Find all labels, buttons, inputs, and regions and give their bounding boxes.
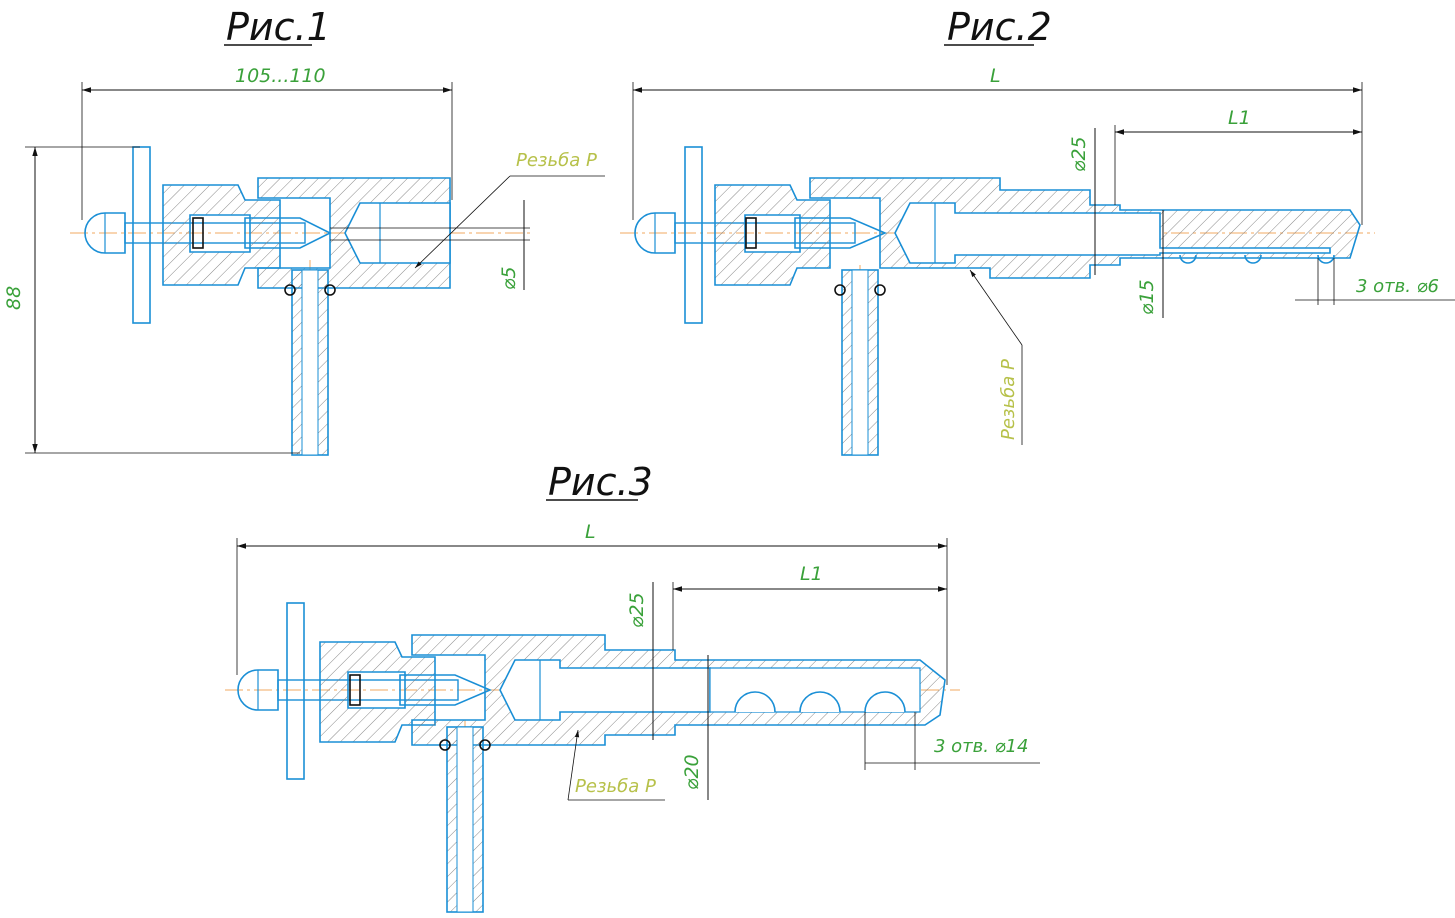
fig1-dim-height: 88 (3, 286, 25, 310)
fig1-needle (244, 217, 332, 249)
fig3-handwheel (286, 602, 305, 780)
fig3-title: Рис.3 (548, 460, 653, 504)
fig2-inner-bore (894, 202, 1331, 264)
fig2-thread-label: Резьба Р (998, 359, 1019, 440)
fig2-needle (794, 217, 888, 249)
fig3-hole (734, 691, 776, 713)
fig2-thread-leader (969, 269, 1023, 346)
fig1-dim-bore: ⌀5 (498, 266, 520, 290)
fig2-title: Рис.2 (947, 5, 1052, 49)
fig1-gland-nut (162, 184, 281, 286)
fig3-inner-bore (499, 659, 711, 721)
fig2-handwheel (684, 146, 703, 324)
fig1-handwheel (132, 146, 151, 324)
fig3-dim-L1: L1 (800, 563, 823, 585)
fig2-dim-L1: L1 (1228, 107, 1251, 129)
fig1-dim-length: 105...110 (235, 65, 326, 87)
fig1-stem (124, 222, 306, 244)
figure-3: Рис.3 L L1 ⌀25 ⌀20 (225, 460, 1040, 913)
fig2-dim-d15: ⌀15 (1136, 279, 1158, 315)
fig2-holes: 3 отв. ⌀6 (1356, 276, 1439, 297)
fig3-thread-label: Резьба Р (575, 776, 656, 797)
fig1-title: Рис.1 (226, 5, 331, 49)
fig1-thread-leader (414, 175, 511, 269)
fig2-gland-nut (714, 184, 831, 286)
fig3-hole (799, 691, 841, 713)
fig3-holes: 3 отв. ⌀14 (934, 736, 1028, 757)
fig3-needle (399, 674, 493, 706)
fig2-hole (1179, 254, 1197, 264)
fig3-dim-d20: ⌀20 (681, 754, 703, 790)
fig2-dim-d25: ⌀25 (1068, 136, 1090, 172)
fig3-dim-L: L (585, 521, 596, 543)
fig3-hole (864, 691, 906, 713)
fig2-hole (1244, 254, 1262, 264)
fig1-seal-ring (192, 217, 204, 249)
fig3-dim-d25: ⌀25 (626, 592, 648, 628)
figure-2: Рис.2 L L1 ⌀25 ⌀15 (620, 5, 1455, 456)
fig2-hole (1317, 254, 1335, 264)
fig1-thread-label: Резьба Р (516, 150, 597, 171)
fig3-thread-leader (567, 729, 580, 801)
fig1-socket-bore (344, 202, 451, 264)
figure-1: Рис.1 105...110 88 (3, 5, 605, 456)
fig2-dim-L: L (990, 65, 1001, 87)
